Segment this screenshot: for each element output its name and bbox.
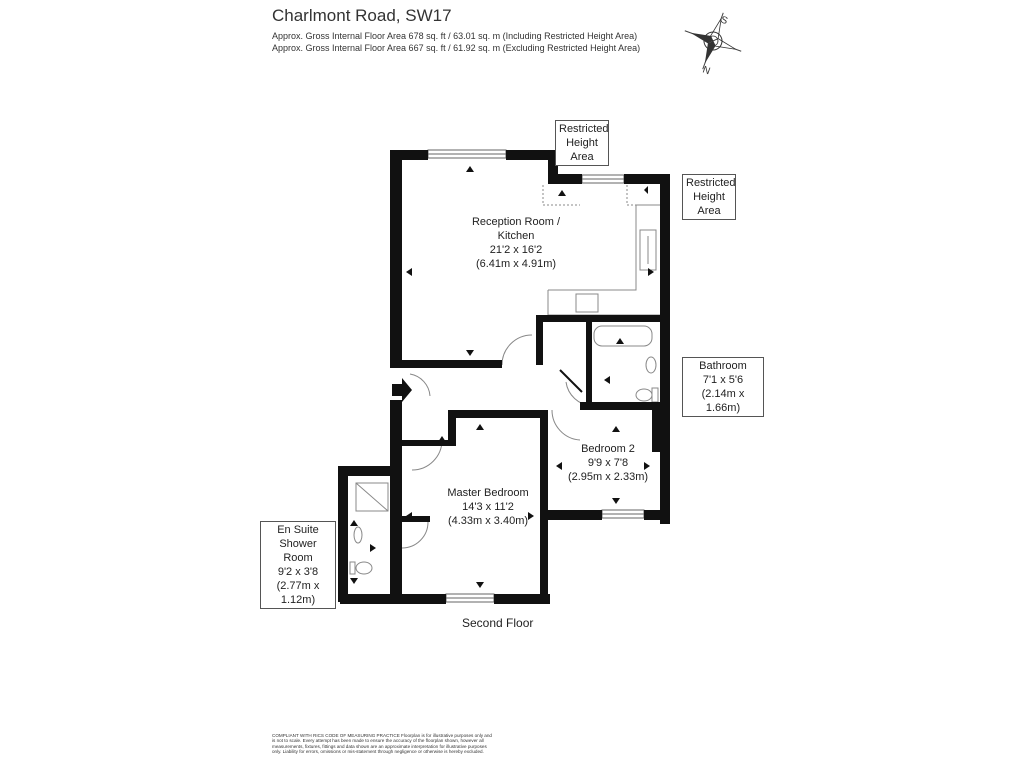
master-bedroom-label: Master Bedroom 14'3 x 11'2 (4.33m x 3.40…: [434, 486, 542, 528]
bathroom-callout: Bathroom 7'1 x 5'6 (2.14m x 1.66m): [682, 357, 764, 417]
restricted-right-line2: Height: [693, 191, 725, 203]
bedroom-2-dims-metric: (2.95m x 2.33m): [567, 471, 649, 483]
reception-room-name2: Kitchen: [497, 230, 535, 242]
restricted-top-line2: Height: [566, 137, 598, 149]
bathroom-dims-metric: (2.14m x 1.66m): [701, 388, 745, 414]
master-bedroom-name: Master Bedroom: [447, 487, 529, 499]
bedroom-2-dims-imperial: 9'9 x 7'8: [587, 457, 629, 469]
ensuite-name2: Shower Room: [279, 538, 317, 564]
reception-room-name1: Reception Room /: [471, 216, 561, 228]
ensuite-callout: En Suite Shower Room 9'2 x 3'8 (2.77m x …: [260, 521, 336, 609]
floor-label: Second Floor: [462, 616, 534, 630]
area-including: Approx. Gross Internal Floor Area 678 sq…: [272, 31, 638, 41]
ensuite-dims-imperial: 9'2 x 3'8: [277, 566, 319, 578]
title: Charlmont Road, SW17: [272, 6, 452, 25]
reception-room-label: Reception Room / Kitchen 21'2 x 16'2 (6.…: [458, 215, 574, 271]
master-bedroom-dims-imperial: 14'3 x 11'2: [462, 501, 514, 513]
compass-north-label: N: [701, 64, 712, 77]
bathroom-name: Bathroom: [699, 360, 747, 372]
ensuite-dims-metric: (2.77m x 1.12m): [276, 580, 320, 606]
restricted-right-line3: Area: [697, 205, 721, 217]
reception-room-dims-imperial: 21'2 x 16'2: [489, 244, 543, 256]
bedroom-2-name: Bedroom 2: [581, 443, 635, 455]
reception-room-dims-metric: (6.41m x 4.91m): [475, 258, 557, 270]
compass-rose-icon: S N: [678, 4, 748, 82]
restricted-height-right-callout: Restricted Height Area: [682, 174, 736, 220]
master-bedroom-dims-metric: (4.33m x 3.40m): [447, 515, 529, 527]
disclaimer-text: COMPLIANT WITH RICS CODE OF MEASURING PR…: [272, 733, 492, 755]
restricted-top-line1: Restricted: [559, 123, 609, 135]
restricted-top-line3: Area: [570, 151, 594, 163]
ensuite-name1: En Suite: [277, 524, 319, 536]
restricted-right-line1: Restricted: [686, 177, 736, 189]
bedroom-2-label: Bedroom 2 9'9 x 7'8 (2.95m x 2.33m): [566, 442, 650, 484]
bathroom-dims-imperial: 7'1 x 5'6: [702, 374, 744, 386]
area-excluding: Approx. Gross Internal Floor Area 667 sq…: [272, 43, 641, 53]
restricted-height-top-callout: Restricted Height Area: [555, 120, 609, 166]
compass-south-label: S: [719, 14, 729, 27]
